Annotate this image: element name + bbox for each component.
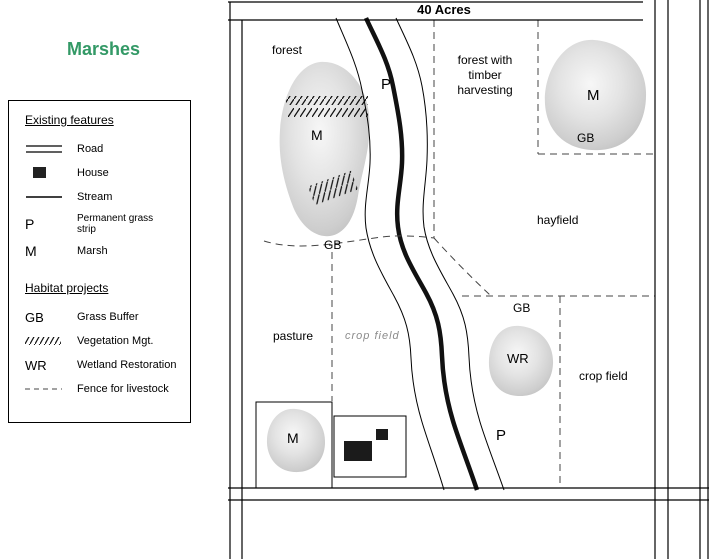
roads: [228, 0, 709, 559]
grass-buffer-lower-right-label: GB: [513, 301, 531, 315]
farmstead-box: [333, 415, 407, 478]
legend-label-house: House: [77, 167, 109, 179]
house-icon: [33, 167, 46, 178]
crop-field-right-label: crop field: [579, 369, 628, 383]
shed-icon: [376, 429, 388, 440]
vegetation-mgmt-hatch: [286, 96, 368, 206]
wetland-restoration-blob: [488, 325, 554, 397]
crop-field-inner-label: crop field: [345, 330, 400, 342]
marsh-blobs: [266, 39, 647, 473]
hayfield-label: hayfield: [537, 213, 579, 227]
legend-label-fence: Fence for livestock: [77, 383, 169, 395]
legend-row-perm-grass: P Permanent grass strip: [25, 213, 184, 235]
legend-row-wetland: WR Wetland Restoration: [25, 357, 184, 373]
marsh-blob-lower-left: [266, 408, 326, 473]
legend-row-stream: Stream: [25, 189, 184, 205]
grass-buffer-upper-left-label: GB: [324, 238, 342, 252]
perm-grass-symbol: P: [25, 216, 35, 232]
legend-existing-heading: Existing features: [25, 113, 114, 127]
legend-label-perm-grass: Permanent grass strip: [77, 213, 154, 235]
perm-grass-strip-upper-label: P: [381, 76, 392, 93]
legend-label-marsh: Marsh: [77, 245, 108, 257]
legend-row-marsh: M Marsh: [25, 243, 184, 259]
stream-icon: [26, 196, 62, 198]
forest-label: forest: [272, 43, 303, 57]
legend-row-vegetation: Vegetation Mgt.: [25, 333, 184, 349]
perm-grass-strip-lower-label: P: [496, 427, 507, 444]
grass-buffer-right-line: [395, 17, 505, 491]
legend-label-wetland: Wetland Restoration: [77, 359, 177, 371]
forest-timber-harvest-label: forest with timber harvesting: [457, 53, 513, 97]
legend-row-grass-buffer: GB Grass Buffer: [25, 309, 184, 325]
marsh-blob-upper-right: [544, 39, 647, 151]
fence-lines: [263, 20, 655, 488]
legend-label-stream: Stream: [77, 191, 113, 203]
house-icon: [344, 441, 372, 461]
stream-path: [363, 17, 480, 491]
marsh-upper-left-label: M: [311, 127, 323, 143]
page-title: Marshes: [67, 39, 141, 59]
grass-buffer-left-line: [335, 17, 445, 491]
pasture-label: pasture: [273, 329, 314, 343]
grass-buffer-upper-right-label: GB: [577, 131, 595, 145]
wetland-restoration-label: WR: [507, 351, 529, 366]
legend-row-house: House: [25, 165, 184, 181]
legend-label-grass-buffer: Grass Buffer: [77, 311, 139, 323]
marsh-lower-left-label: M: [287, 430, 299, 446]
road-icon: [26, 145, 62, 153]
fence-icon: [25, 388, 62, 390]
legend-habitat-heading: Habitat projects: [25, 281, 109, 295]
hatch-icon: [25, 337, 61, 345]
legend-label-road: Road: [77, 143, 104, 155]
legend-row-road: Road: [25, 141, 184, 157]
house-buildings: [344, 429, 388, 461]
legend-label-vegetation: Vegetation Mgt.: [77, 335, 154, 347]
fence-to-lower-buffer: [433, 237, 492, 297]
legend-box: Existing features Road House: [8, 100, 191, 423]
marsh-symbol: M: [25, 243, 37, 259]
legend-row-fence: Fence for livestock: [25, 381, 184, 397]
parcel-size-label: 40 Acres: [417, 2, 471, 17]
fence-below-marsh: [263, 235, 435, 247]
marsh-upper-right-label: M: [587, 87, 600, 104]
grass-buffer-symbol: GB: [25, 309, 44, 325]
marsh-blob-upper-left: [279, 61, 370, 237]
wetland-symbol: WR: [25, 357, 47, 373]
